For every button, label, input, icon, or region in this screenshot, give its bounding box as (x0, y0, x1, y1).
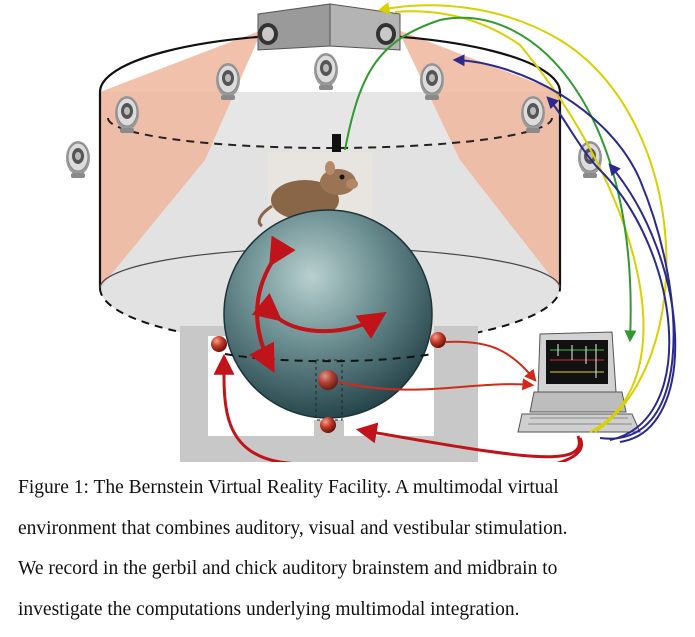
gerbil-icon (257, 152, 372, 228)
speaker-icon (313, 52, 339, 91)
caption-line: We record in the gerbil and chick audito… (18, 558, 558, 579)
speaker-icon (65, 140, 91, 179)
rotation-arrows (249, 235, 387, 373)
control-wires (344, 2, 677, 443)
caption-line: investigate the computations underlying … (18, 598, 520, 620)
computer-icon (517, 331, 641, 433)
caption-line: Figure 1: The Bernstein Virtual Reality … (18, 477, 559, 498)
vr-facility-diagram (65, 2, 677, 462)
sensor-wires (213, 340, 583, 462)
figure-caption: Figure 1: The Bernstein Virtual Reality … (18, 468, 686, 630)
motion-sensor-icon (211, 332, 446, 433)
projection-wedge-left (100, 30, 262, 288)
projection-wedge-right (398, 30, 560, 288)
projector-icon (257, 3, 401, 51)
caption-line: environment that combines auditory, visu… (18, 517, 568, 539)
